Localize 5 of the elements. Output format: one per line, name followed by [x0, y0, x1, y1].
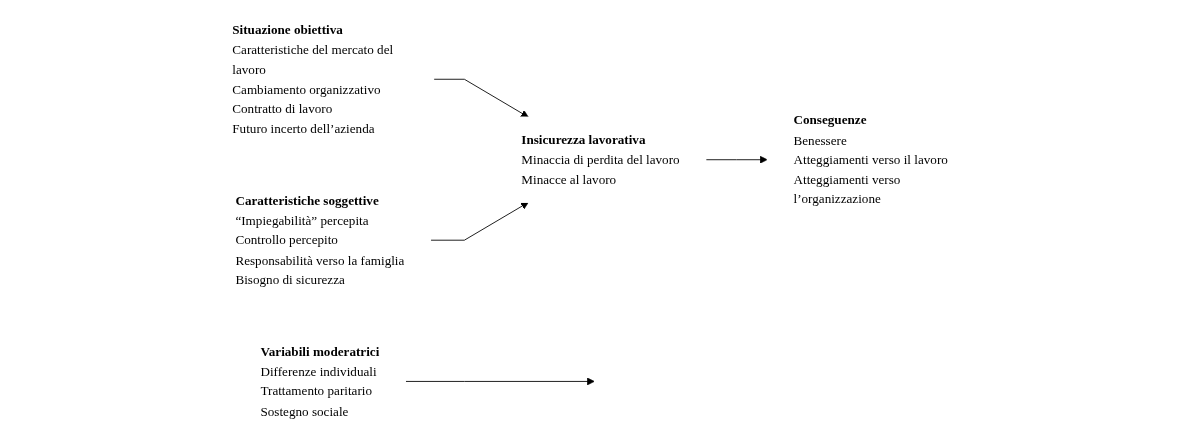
node-text: Variabili moderatrici Differenze individuali Trattamento paritario Sostegno sociale: [259, 344, 379, 418]
node-text: Conseguenze Benessere Atteggiamenti verso il lavoro Atteggiamenti verso l’organizzazione: [793, 113, 948, 206]
node-text: Caratteristiche soggettive “Impiegabilità” percepita Controllo percepito Responsabilità verso la famiglia Bisogno di sicurezza: [234, 193, 404, 287]
node-text: Situazione obiettiva Caratteristiche del mercato del lavoro Cambiamento organizzativo Contratto di lavoro Futuro incerto dell’azienda: [231, 22, 393, 136]
node-text: Insicurezza lavorativa Minaccia di perdita del lavoro Minacce al lavoro: [520, 132, 680, 187]
